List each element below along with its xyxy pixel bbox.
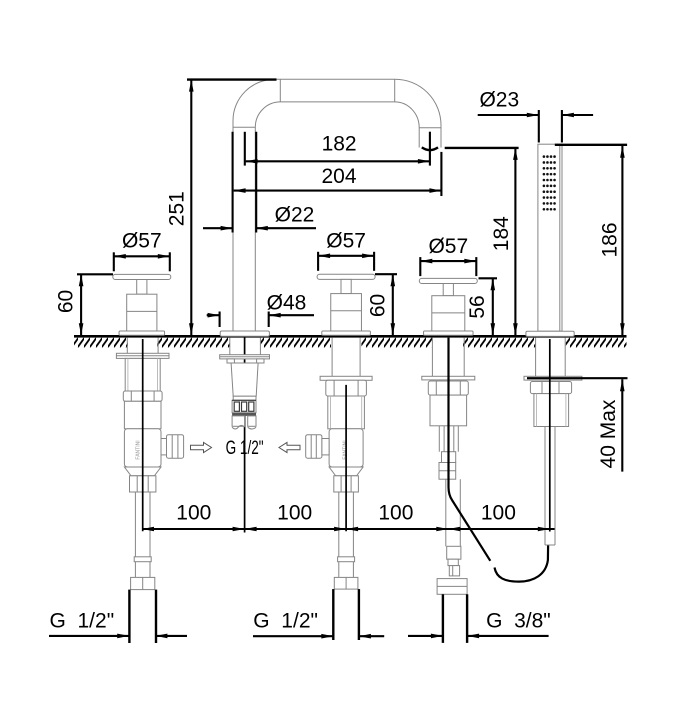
svg-text:100: 100 — [176, 501, 211, 524]
svg-text:Ø57: Ø57 — [428, 235, 468, 258]
svg-text:Ø57: Ø57 — [326, 229, 366, 252]
svg-text:Ø23: Ø23 — [479, 89, 519, 112]
svg-text:G 3/8": G 3/8" — [486, 609, 551, 632]
svg-text:Ø48: Ø48 — [267, 292, 307, 315]
svg-text:G 1/2": G 1/2" — [253, 609, 318, 632]
svg-text:56: 56 — [466, 295, 489, 318]
svg-text:186: 186 — [598, 222, 621, 257]
svg-text:182: 182 — [322, 133, 357, 156]
svg-text:100: 100 — [378, 501, 413, 524]
svg-text:184: 184 — [490, 216, 513, 251]
svg-text:100: 100 — [481, 501, 516, 524]
svg-text:251: 251 — [166, 191, 189, 226]
svg-text:60: 60 — [54, 290, 77, 313]
svg-text:40 Max: 40 Max — [597, 399, 620, 468]
svg-text:Ø22: Ø22 — [275, 204, 315, 227]
svg-text:204: 204 — [321, 165, 356, 188]
svg-text:G 1/2": G 1/2" — [226, 438, 264, 459]
svg-text:100: 100 — [277, 501, 312, 524]
svg-text:60: 60 — [366, 294, 389, 317]
svg-text:Ø57: Ø57 — [122, 229, 162, 252]
svg-text:FANTINI: FANTINI — [136, 440, 142, 459]
svg-text:G 1/2": G 1/2" — [50, 609, 115, 632]
